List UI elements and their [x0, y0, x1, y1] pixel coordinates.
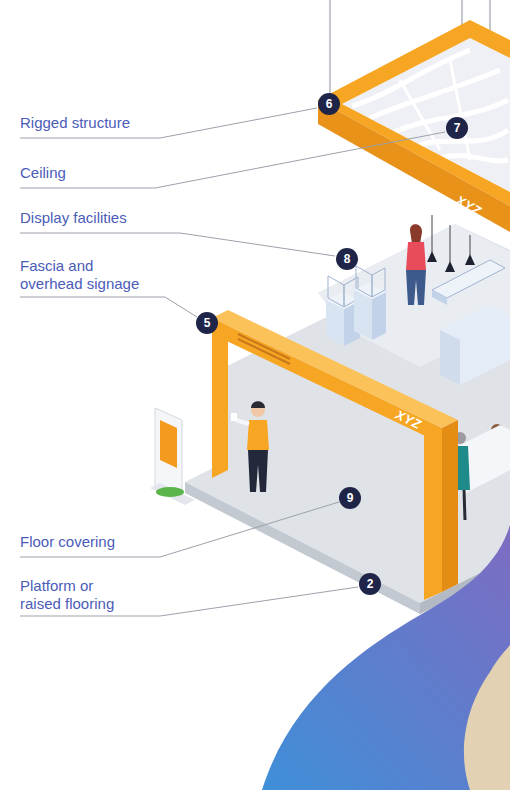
part-label: Platform or raised flooring [20, 577, 136, 613]
part-label: Floor covering [20, 533, 220, 551]
callout-number: 8 [336, 248, 358, 270]
callout-number: 5 [196, 312, 218, 334]
part-label: Ceiling [20, 164, 220, 182]
part-label: Display facilities [20, 209, 220, 227]
callout-number: 2 [359, 573, 381, 595]
callout-number: 6 [318, 93, 340, 115]
callout-number: 7 [446, 117, 468, 139]
callout-number: 9 [339, 487, 361, 509]
brand-logo-text: XYZ [453, 193, 483, 218]
part-label: Fascia and overhead signage [20, 257, 154, 293]
part-label: Rigged structure [20, 114, 220, 132]
brand-logo-text: XYZ [393, 408, 423, 432]
